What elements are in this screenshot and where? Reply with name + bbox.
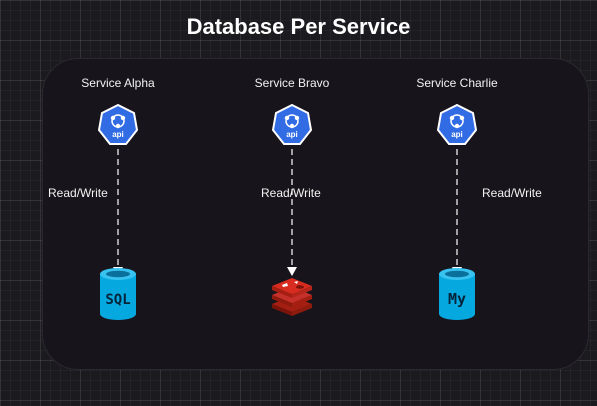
- api-label: api: [286, 130, 298, 139]
- read-write-connector: [452, 149, 462, 276]
- sql-database-icon[interactable]: SQL: [98, 266, 138, 322]
- service-bravo-label: Service Bravo: [254, 76, 330, 90]
- mysql-database-icon[interactable]: My: [437, 266, 477, 322]
- sql-db-text: SQL: [105, 292, 130, 308]
- read-write-label: Read/Write: [48, 186, 108, 200]
- mysql-db-text: My: [448, 290, 466, 308]
- redis-icon[interactable]: [272, 266, 312, 322]
- kubernetes-api-icon[interactable]: api: [271, 103, 313, 147]
- service-charlie-group: Service Charlie api Read/Write My: [382, 0, 542, 406]
- read-write-label: Read/Write: [261, 186, 321, 200]
- read-write-connector: [113, 149, 123, 276]
- service-charlie-label: Service Charlie: [416, 76, 498, 90]
- api-label: api: [112, 130, 124, 139]
- diagram-title: Database Per Service: [186, 14, 411, 39]
- service-alpha-group: Service Alpha api Read/Write SQL: [43, 0, 193, 406]
- read-write-connector: [287, 149, 297, 276]
- service-alpha-label: Service Alpha: [81, 76, 155, 90]
- service-bravo-group: Service Bravo api Read/Write: [217, 0, 367, 406]
- services-container: [42, 58, 589, 370]
- api-label: api: [451, 130, 463, 139]
- kubernetes-api-icon[interactable]: api: [97, 103, 139, 147]
- kubernetes-api-icon[interactable]: api: [436, 103, 478, 147]
- read-write-label: Read/Write: [482, 186, 542, 200]
